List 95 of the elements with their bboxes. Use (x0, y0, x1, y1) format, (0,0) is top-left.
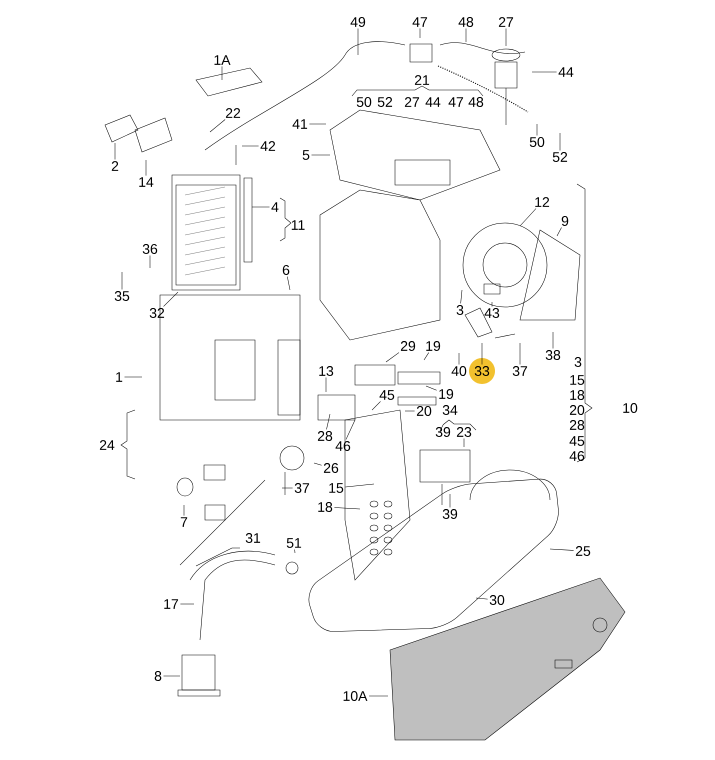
leader-line (334, 507, 360, 510)
leader-line (346, 420, 356, 440)
callout-number: 19 (426, 341, 440, 351)
callout-number: 43 (484, 308, 500, 318)
leader-line (458, 352, 460, 365)
callout-number: 29 (400, 341, 416, 351)
callout-number: 10 (623, 403, 638, 413)
callout-number: 36 (142, 244, 158, 254)
callout-number: 21 (414, 75, 430, 85)
callout-number: 48 (468, 97, 484, 107)
callout-number: 50 (356, 97, 372, 107)
callout-number: 49 (350, 17, 366, 27)
leader-line (550, 548, 574, 551)
callout-number: 24 (100, 440, 114, 450)
callout-number: 39 (436, 427, 450, 437)
callout-number: 11 (292, 220, 305, 230)
callout-number: 13 (319, 366, 334, 376)
callout-number: 20 (570, 405, 584, 415)
callout-number: 27 (404, 97, 420, 107)
callout-number: 44 (426, 97, 440, 107)
leader-line (326, 414, 330, 430)
callout-number: 7 (180, 517, 188, 527)
leader-line (520, 208, 536, 226)
leader-line (314, 462, 322, 466)
callout-number: 39 (442, 509, 458, 519)
leader-line (424, 352, 430, 360)
callout-number: 47 (448, 97, 464, 107)
callout-number: 26 (324, 463, 338, 473)
callout-number: 33 (474, 366, 490, 376)
callout-number: 14 (139, 177, 154, 187)
callout-number: 1A (214, 55, 231, 65)
callout-number: 45 (380, 390, 394, 400)
leader-line (311, 154, 330, 156)
callout-number: 12 (535, 197, 550, 207)
leader-line (345, 484, 374, 488)
callout-number: 28 (570, 420, 584, 430)
callout-number: 41 (292, 119, 308, 129)
callout-number: 34 (442, 405, 458, 415)
callout-number: 27 (498, 17, 514, 27)
leader-line (426, 386, 437, 391)
callout-number: 23 (456, 427, 472, 437)
callout-number: 8 (154, 671, 162, 681)
leader-line (210, 119, 226, 132)
callout-number: 52 (552, 152, 568, 162)
leader-line (287, 276, 290, 290)
callout-number: 15 (570, 375, 584, 385)
leader-line (252, 206, 270, 208)
callout-number: 4 (271, 202, 278, 212)
callout-number: 25 (576, 546, 590, 556)
leader-line (124, 376, 142, 378)
callout-number: 18 (318, 502, 332, 512)
callout-number: 35 (114, 291, 130, 301)
leader-line (556, 227, 562, 236)
callout-number: 40 (452, 366, 466, 376)
callout-number: 19 (439, 389, 454, 399)
callout-number: 3 (574, 357, 582, 367)
callout-number: 37 (512, 366, 528, 376)
callout-number: 22 (226, 108, 240, 118)
callout-number: 18 (570, 390, 584, 400)
leader-line (552, 332, 554, 349)
callout-number: 50 (530, 137, 544, 147)
leader-line (114, 142, 116, 160)
leader-line (404, 410, 415, 412)
callout-number: 38 (546, 350, 560, 360)
callout-number: 6 (282, 265, 290, 275)
callout-number: 46 (570, 451, 584, 461)
leader-line (536, 124, 538, 136)
callout-number: 17 (164, 599, 178, 609)
callout-number: 47 (412, 17, 428, 27)
callout-number: 48 (458, 17, 474, 27)
callout-number: 3 (456, 305, 464, 315)
leader-line (372, 401, 381, 410)
callout-number: 44 (558, 67, 574, 77)
callout-number: 45 (570, 436, 584, 446)
leader-line (163, 292, 178, 307)
leader-line (294, 549, 296, 554)
leader-line (386, 352, 400, 362)
callout-number: 31 (246, 533, 260, 543)
callout-number: 2 (112, 161, 118, 171)
callout-number: 1 (116, 372, 122, 382)
callout-number: 46 (336, 441, 350, 451)
callout-number: 10A (344, 691, 368, 701)
callout-number: 20 (416, 406, 432, 416)
callout-number: 5 (302, 150, 310, 160)
callout-number: 15 (329, 483, 344, 493)
callout-number: 28 (318, 431, 332, 441)
callout-number: 9 (562, 216, 568, 226)
leader-line (460, 290, 462, 304)
leader-line (476, 598, 488, 600)
callout-number: 52 (378, 97, 392, 107)
callout-number: 37 (294, 483, 310, 493)
callout-number: 30 (490, 595, 504, 605)
callout-number: 32 (150, 308, 164, 318)
callout-number: 51 (286, 538, 302, 548)
callout-number: 42 (260, 141, 276, 151)
